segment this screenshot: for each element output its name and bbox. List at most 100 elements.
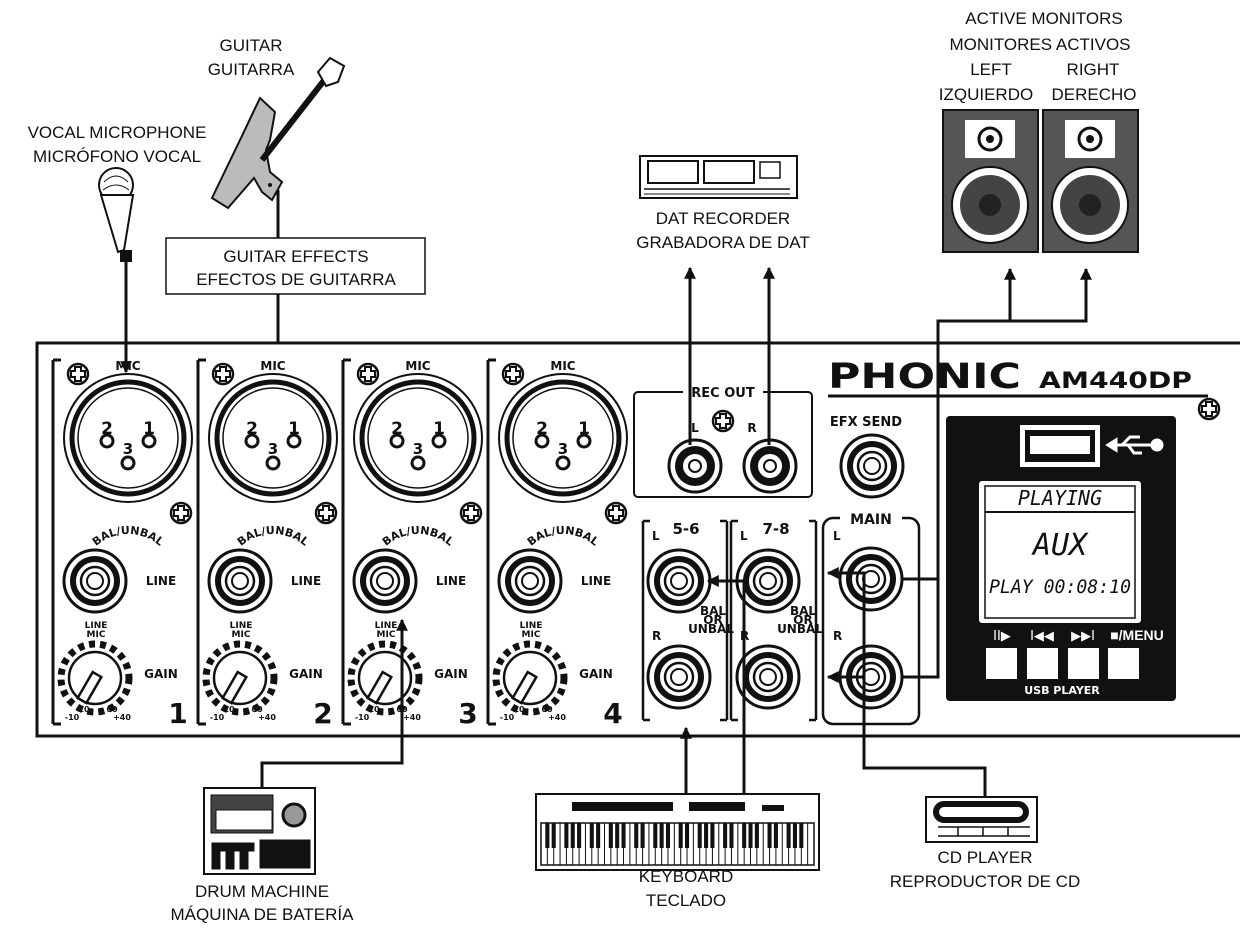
- ch4-line-jack[interactable]: [497, 548, 563, 614]
- ch3-number: 3: [458, 697, 477, 730]
- main-out-section: MAIN L R: [821, 509, 921, 726]
- stop-menu-button[interactable]: [1108, 648, 1139, 679]
- gain-scale: 60: [251, 705, 263, 714]
- xlr-pin-2: 2: [536, 419, 548, 439]
- ch3-gain-label: GAIN: [434, 667, 468, 681]
- prev-button[interactable]: [1027, 648, 1058, 679]
- main-l-jack[interactable]: [838, 546, 904, 612]
- usb-icon: [1105, 435, 1164, 455]
- ch2-gain-label: GAIN: [289, 667, 323, 681]
- ch1-mic-label: MIC: [115, 359, 140, 373]
- stereo-5-6-section: L 5-6 BAL OR UNBAL R: [641, 519, 734, 722]
- xlr-pin-3: 3: [123, 440, 133, 458]
- xlr-pin-3: 3: [413, 440, 423, 458]
- rec-out-label: REC OUT: [691, 386, 755, 401]
- xlr-pin-1: 1: [578, 419, 590, 439]
- next-button[interactable]: [1068, 648, 1099, 679]
- stereo-78-bal: BAL: [790, 604, 816, 618]
- ch3-linemic-line: LINE: [375, 621, 398, 631]
- stereo-56-r-jack[interactable]: [646, 644, 712, 710]
- gain-scale: +40: [548, 713, 566, 722]
- rec-out-r-jack[interactable]: [742, 438, 798, 494]
- dat-recorder-label-en: DAT RECORDER: [656, 209, 790, 228]
- main-label: MAIN: [850, 512, 892, 528]
- guitar-effects-label-es: EFECTOS DE GUITARRA: [196, 270, 396, 289]
- usb-player: PLAYING AUX PLAY 00:08:10 II▶ I◀◀ ▶▶I ■/…: [946, 416, 1176, 701]
- stereo-56-unbal: UNBAL: [688, 622, 734, 636]
- main-r: R: [833, 629, 842, 643]
- gain-scale: 10: [513, 705, 525, 714]
- gain-scale: 10: [223, 705, 235, 714]
- stereo-78-l-jack[interactable]: [735, 548, 801, 614]
- microphone-label-es: MICRÓFONO VOCAL: [33, 147, 201, 166]
- ch1-gain-label: GAIN: [144, 667, 178, 681]
- drum-machine-icon: [203, 787, 316, 875]
- xlr-pin-3: 3: [268, 440, 278, 458]
- stereo-56-bal: BAL: [700, 604, 726, 618]
- ch4-linemic-line: LINE: [520, 621, 543, 631]
- ch2-mic-label: MIC: [260, 359, 285, 373]
- ch1-linemic-line: LINE: [85, 621, 108, 631]
- monitor-right-icon: [1042, 109, 1139, 253]
- ch4-mic-label: MIC: [550, 359, 575, 373]
- brand-logo: PHONIC: [828, 357, 1021, 397]
- monitors-label-en: ACTIVE MONITORS: [965, 9, 1122, 28]
- lcd-time: PLAY 00:08:10: [989, 576, 1131, 598]
- ch3-linemic-mic: MIC: [377, 630, 396, 640]
- gain-scale: +40: [258, 713, 276, 722]
- monitor-right-label-es: DERECHO: [1051, 85, 1136, 104]
- gain-scale: 10: [78, 705, 90, 714]
- cd-player-icon: [925, 796, 1038, 843]
- main-l: L: [833, 529, 841, 543]
- ch1-linemic-mic: MIC: [87, 630, 106, 640]
- gain-scale: +40: [403, 713, 421, 722]
- xlr-pin-1: 1: [433, 419, 445, 439]
- lcd-source: AUX: [1031, 528, 1089, 563]
- efx-send-label: EFX SEND: [830, 415, 902, 430]
- rec-out-l-jack[interactable]: [667, 438, 723, 494]
- monitor-right-label-en: RIGHT: [1067, 60, 1120, 79]
- gain-scale: -10: [210, 713, 225, 722]
- model-name: AM440DP: [1039, 369, 1192, 394]
- xlr-pin-2: 2: [391, 419, 403, 439]
- ch1-number: 1: [168, 697, 187, 730]
- ch3-line-label: LINE: [436, 574, 466, 588]
- ch1-xlr-input[interactable]: [64, 374, 192, 502]
- monitor-left-icon: [942, 109, 1039, 253]
- keyboard-label-es: TECLADO: [646, 891, 726, 910]
- guitar-icon: [210, 56, 346, 210]
- monitor-left-label-es: IZQUIERDO: [939, 85, 1033, 104]
- ch2-linemic-mic: MIC: [232, 630, 251, 640]
- play-pause-button[interactable]: [986, 648, 1017, 679]
- ch4-xlr-input[interactable]: [499, 374, 627, 502]
- stereo-78-r-jack[interactable]: [735, 644, 801, 710]
- ch4-number: 4: [603, 697, 622, 730]
- xlr-pin-2: 2: [101, 419, 113, 439]
- lcd-status: PLAYING: [1018, 486, 1102, 510]
- ch3-xlr-input[interactable]: [354, 374, 482, 502]
- stereo-78-or: OR: [793, 613, 812, 627]
- ch2-number: 2: [313, 697, 332, 730]
- gain-scale: 10: [368, 705, 380, 714]
- ch1-line-label: LINE: [146, 574, 176, 588]
- rec-out-section: REC OUT L R: [633, 383, 813, 498]
- ch1-line-jack[interactable]: [62, 548, 128, 614]
- drum-machine-label-es: MÁQUINA DE BATERÍA: [171, 905, 355, 924]
- gain-scale: 60: [106, 705, 118, 714]
- stereo-56-l: L: [652, 529, 660, 543]
- ch4-linemic-mic: MIC: [522, 630, 541, 640]
- keyboard-label-en: KEYBOARD: [639, 867, 733, 886]
- ch3-line-jack[interactable]: [352, 548, 418, 614]
- guitar-label-en: GUITAR: [220, 36, 283, 55]
- gain-scale: +40: [113, 713, 131, 722]
- xlr-pin-1: 1: [288, 419, 300, 439]
- ch2-line-jack[interactable]: [207, 548, 273, 614]
- xlr-pin-3: 3: [558, 440, 568, 458]
- stereo-56-or: OR: [703, 613, 722, 627]
- gain-scale: -10: [65, 713, 80, 722]
- stereo-78-l: L: [740, 529, 748, 543]
- stereo-56-l-jack[interactable]: [646, 548, 712, 614]
- efx-send-jack[interactable]: [839, 433, 905, 499]
- drum-machine-label-en: DRUM MACHINE: [195, 882, 329, 901]
- ch2-xlr-input[interactable]: [209, 374, 337, 502]
